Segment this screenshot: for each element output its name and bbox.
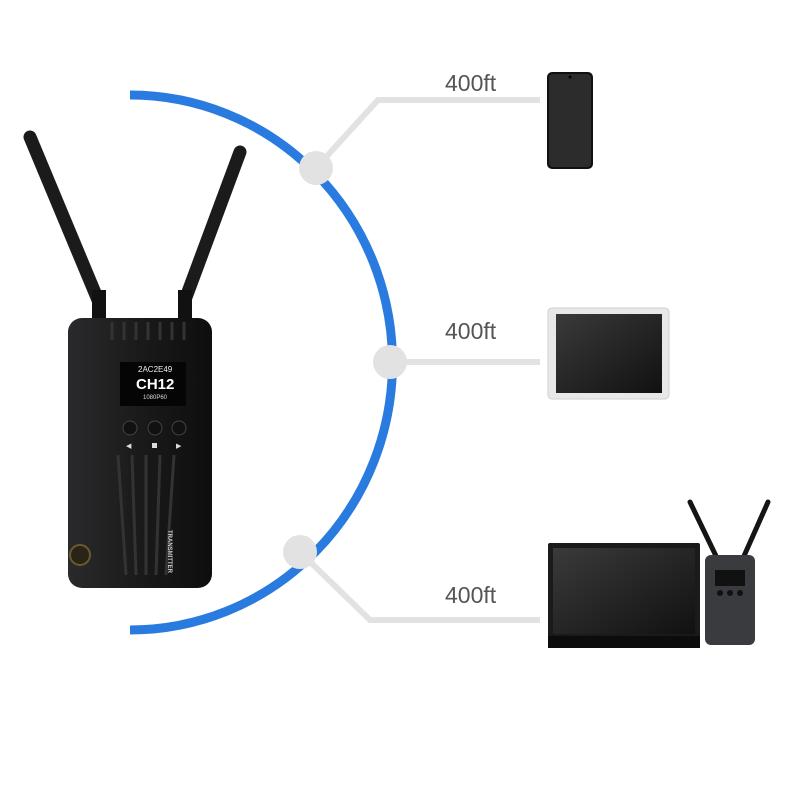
receiver-icon [687, 499, 771, 645]
svg-text:◀: ◀ [126, 443, 132, 450]
tablet-icon [547, 307, 670, 400]
transmitter-side-label: TRANSMITTER [166, 530, 172, 573]
transmitter-channel: CH12 [136, 376, 175, 393]
transmitter-id: 2AC2E49 [138, 365, 173, 374]
range-node [373, 345, 407, 379]
range-label-phone: 400ft [445, 70, 497, 96]
phone-icon [547, 72, 593, 169]
svg-text:▶: ▶ [176, 443, 182, 450]
range-label-monitor: 400ft [445, 582, 497, 608]
range-node [299, 151, 333, 185]
antenna [23, 130, 105, 307]
connector-lines [297, 97, 540, 623]
transmitter-resolution: 1080P60 [143, 395, 168, 401]
range-node [283, 535, 317, 569]
monitor-icon [548, 543, 700, 648]
antenna [178, 145, 247, 307]
range-label-tablet: 400ft [445, 318, 497, 344]
transmitter-device: ◀ ▶ [23, 130, 247, 588]
